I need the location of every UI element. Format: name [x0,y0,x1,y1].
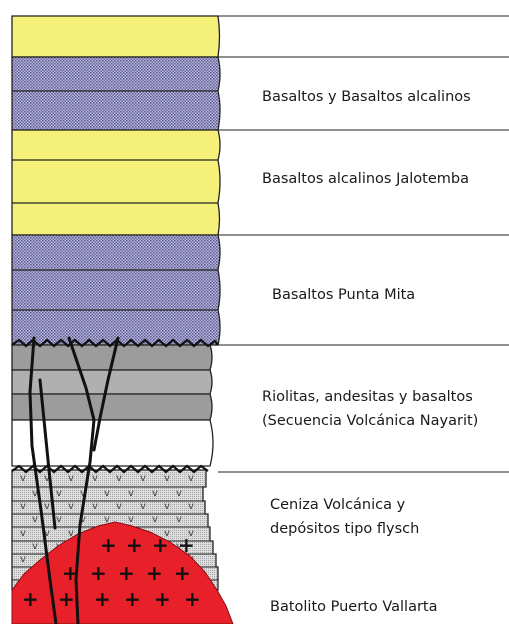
intrusive-plus-symbol: + [178,533,195,557]
intrusive-plus-symbol: + [174,561,191,585]
label-jalotemba: Basaltos alcalinos Jalotemba [262,171,469,187]
ash-v-symbol: v [32,514,38,525]
ash-v-symbol: v [20,528,26,539]
ash-v-symbol: v [56,514,62,525]
ash-v-symbol: v [152,488,158,499]
unit-divider-lines [218,15,509,473]
label-nayarit-line1: Riolitas, andesitas y basaltos [262,389,473,405]
label-nayarit-line2: (Secuencia Volcánica Nayarit) [262,413,479,429]
ash-v-symbol: v [68,528,74,539]
ash-v-symbol: v [128,514,134,525]
ash-v-symbol: v [56,488,62,499]
ash-v-symbol: v [128,488,134,499]
ash-v-symbol: v [80,514,86,525]
intrusive-symbols: +++++++++++++++ [22,533,201,611]
intrusive-plus-symbol: + [124,587,141,611]
ash-v-symbol: v [140,473,146,484]
ash-v-symbol: v [176,488,182,499]
ash-v-symbol: v [164,473,170,484]
intrusive-plus-symbol: + [184,587,201,611]
ash-v-symbol: v [20,473,26,484]
basaltos-alcalinos-layer [11,56,221,131]
ash-v-symbol: v [104,514,110,525]
intrusive-plus-symbol: + [100,533,117,557]
ash-v-symbol: v [188,473,194,484]
top-yellow-layer [11,15,221,58]
ash-v-symbol: v [116,473,122,484]
unconformity-lower [11,464,209,474]
ash-v-symbol: v [44,473,50,484]
ash-v-symbol: v [80,488,86,499]
jalotemba-layer [11,129,221,236]
ash-v-symbol: v [32,488,38,499]
intrusive-plus-symbol: + [146,561,163,585]
batolito-intrusion [11,521,234,624]
intrusive-plus-symbol: + [152,533,169,557]
intrusive-plus-symbol: + [94,587,111,611]
ash-v-symbol: v [20,501,26,512]
ash-v-symbol: v [20,554,26,565]
intrusive-plus-symbol: + [58,587,75,611]
label-ceniza-line1: Ceniza Volcánica y [270,497,406,513]
ash-v-symbol: v [164,501,170,512]
ash-v-symbol: v [68,501,74,512]
ash-v-symbol: v [152,514,158,525]
feeder-dikes [28,336,120,624]
ash-v-symbol: v [176,514,182,525]
ash-v-symbol: v [68,473,74,484]
intrusive-plus-symbol: + [90,561,107,585]
intrusive-plus-symbol: + [118,561,135,585]
label-ceniza-line2: depósitos tipo flysch [270,521,420,537]
ash-v-symbol: v [188,501,194,512]
ash-v-symbol: v [32,541,38,552]
label-basaltos-alcalinos: Basaltos y Basaltos alcalinos [262,89,471,105]
ash-v-symbol: v [104,488,110,499]
label-punta-mita: Basaltos Punta Mita [272,287,416,303]
ash-v-symbol: v [176,541,182,552]
intrusive-plus-symbol: + [154,587,171,611]
ash-v-symbol: v [92,473,98,484]
label-batolito: Batolito Puerto Vallarta [270,599,438,615]
ash-v-symbol: v [116,501,122,512]
ash-v-symbol: v [188,528,194,539]
ash-v-symbol: v [164,528,170,539]
ash-v-symbol: v [44,501,50,512]
ash-v-symbol: v [44,528,50,539]
punta-mita-layer [11,234,221,346]
ash-v-symbol: v [92,501,98,512]
ash-v-symbol: v [140,501,146,512]
intrusive-plus-symbol: + [126,533,143,557]
intrusive-plus-symbol: + [22,587,39,611]
